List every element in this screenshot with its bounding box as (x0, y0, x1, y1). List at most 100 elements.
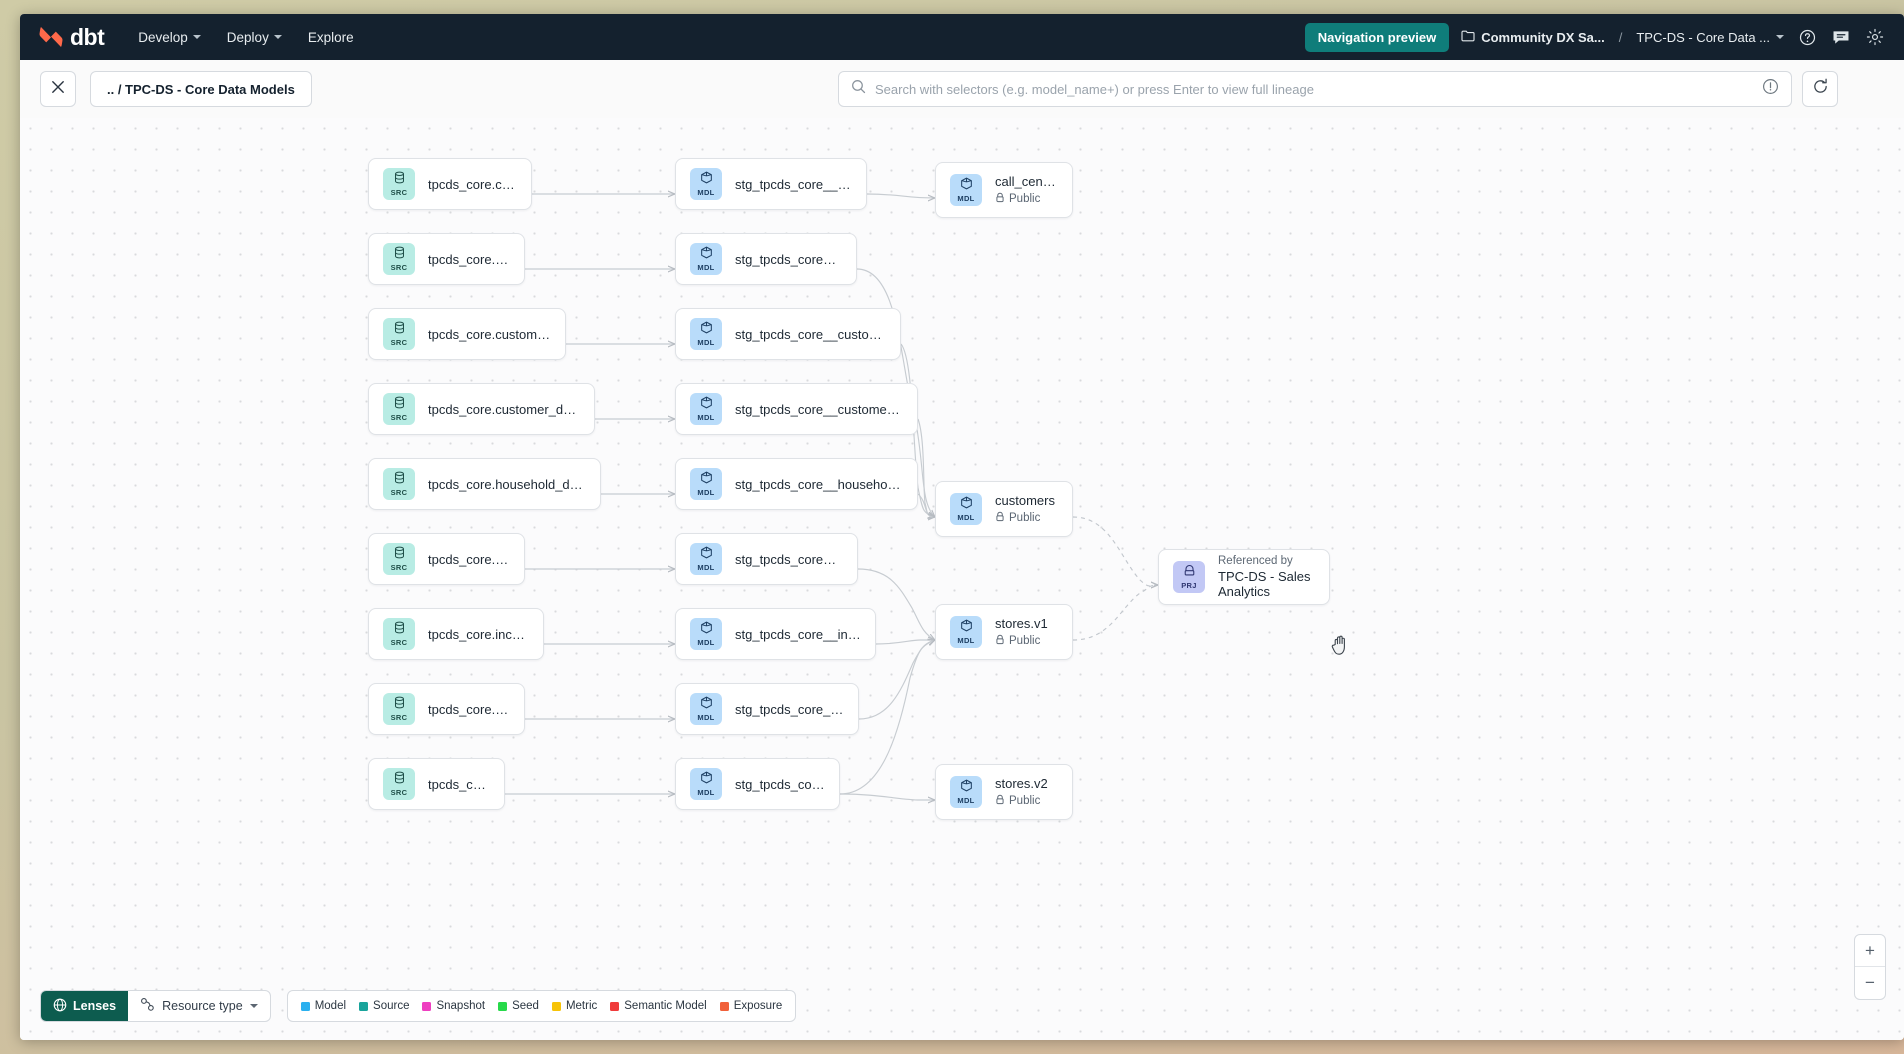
node-title: tpcds_core.customer (428, 251, 510, 267)
cube-icon: MDL (690, 768, 722, 800)
legend-item-exposure[interactable]: Exposure (719, 1000, 782, 1012)
cube-icon: MDL (690, 168, 722, 200)
dbt-logo[interactable]: dbt (38, 25, 105, 49)
database-icon: SRC (383, 318, 415, 350)
node-title: tpcds_core.store (428, 776, 490, 792)
node-title: stg_tpcds_core__inventory (735, 701, 844, 717)
node-title: stg_tpcds_core__store (735, 776, 825, 792)
graph-node-mdl-stg-customer-demographics[interactable]: MDLstg_tpcds_core__customer_demogra… (675, 383, 918, 435)
legend-swatch (359, 1001, 369, 1011)
graph-node-mdl-stg-customer[interactable]: MDL stg_tpcds_core__customer (675, 233, 857, 285)
breadcrumb-account[interactable]: Community DX Sa... (1461, 29, 1605, 45)
lineage-edges (505, 118, 1904, 1040)
database-icon: SRC (383, 243, 415, 275)
nav-item-explore-label: Explore (307, 29, 354, 45)
folder-icon (1461, 29, 1475, 45)
cube-icon: MDL (690, 243, 722, 275)
node-title: stg_tpcds_core__customer_demogra… (735, 401, 903, 417)
lenses-group: Lenses Resource type (40, 990, 271, 1022)
node-title: tpcds_core.customer_demographics (428, 401, 580, 417)
nav-item-develop[interactable]: Develop (138, 30, 201, 45)
node-access-badge: Public (995, 794, 1048, 808)
legend-swatch (300, 1001, 310, 1011)
nav-item-explore[interactable]: Explore (308, 30, 354, 45)
info-circle-icon[interactable] (1762, 78, 1779, 100)
graph-node-mdl-stg-customer-address[interactable]: MDL stg_tpcds_core__customer_address (675, 308, 901, 360)
legend-label: Source (373, 1000, 410, 1012)
lenses-button[interactable]: Lenses (41, 991, 129, 1021)
zoom-in-button[interactable]: + (1855, 935, 1885, 967)
graph-node-src-call-center[interactable]: SRC tpcds_core.call_center (368, 158, 532, 210)
nav-item-deploy[interactable]: Deploy (227, 30, 282, 45)
node-title: stg_tpcds_core__customer_address (735, 326, 886, 342)
refresh-button[interactable] (1802, 71, 1838, 107)
feedback-icon[interactable] (1830, 26, 1852, 48)
resource-type-dropdown[interactable]: Resource type (128, 991, 270, 1021)
gear-icon[interactable] (1864, 26, 1886, 48)
node-title: stores.v1 (995, 616, 1048, 631)
search-box[interactable] (838, 71, 1792, 107)
node-title: tpcds_core.household_demographics (428, 476, 586, 492)
node-title: tpcds_core.inventory (428, 701, 510, 717)
node-title: stores.v2 (995, 776, 1048, 791)
legend-item-semantic-model[interactable]: Semantic Model (610, 1000, 707, 1012)
lens-icon (53, 998, 67, 1015)
graph-node-src-inventory[interactable]: SRC tpcds_core.inventory (368, 683, 525, 735)
legend-item-model[interactable]: Model (300, 1000, 347, 1012)
bottom-toolbar: Lenses Resource type Model Source Snapshot… (40, 990, 797, 1022)
cube-icon: MDL (950, 616, 982, 648)
close-button[interactable] (40, 71, 76, 107)
database-icon: SRC (383, 168, 415, 200)
legend-item-metric[interactable]: Metric (551, 1000, 597, 1012)
node-access-badge: Public (995, 511, 1055, 525)
lineage-breadcrumb-button[interactable]: .. / TPC-DS - Core Data Models (90, 71, 312, 107)
graph-node-mdl-stg-store[interactable]: MDL stg_tpcds_core__store (675, 758, 840, 810)
node-title: tpcds_core.call_center (428, 176, 517, 192)
nav-item-develop-label: Develop (138, 29, 188, 45)
dbt-x-logo-icon (38, 25, 64, 49)
explore-toolbar: .. / TPC-DS - Core Data Models (20, 60, 1904, 118)
legend-label: Model (314, 1000, 347, 1012)
node-title: stg_tpcds_core__customer (735, 251, 842, 267)
project-icon: PRJ (1173, 561, 1205, 593)
database-icon: SRC (383, 693, 415, 725)
lineage-canvas[interactable]: SRCtpcds_core.call_centerSRCtpcds_core.c… (20, 118, 1904, 1040)
zoom-out-button[interactable]: − (1865, 973, 1875, 992)
cube-icon: MDL (690, 318, 722, 350)
legend-item-snapshot[interactable]: Snapshot (422, 1000, 485, 1012)
help-circle-icon[interactable] (1796, 26, 1818, 48)
cube-icon: MDL (950, 776, 982, 808)
breadcrumb-project[interactable]: TPC-DS - Core Data ... (1636, 30, 1784, 45)
node-title: tpcds_core.date_dim (428, 551, 510, 567)
node-access-label: Public (1009, 512, 1041, 524)
top-nav-right-group: Navigation preview Community DX Sa... / … (1304, 22, 1886, 52)
legend-item-seed[interactable]: Seed (498, 1000, 539, 1012)
resource-type-legend: Model Source Snapshot Seed Metric Semantic Mo… (286, 990, 797, 1022)
nav-item-deploy-label: Deploy (226, 29, 269, 45)
refresh-icon (1812, 78, 1829, 100)
search-input[interactable] (875, 81, 1753, 97)
graph-node-mdl-stg-household-demographics[interactable]: MDLstg_tpcds_core__household_demogr… (675, 458, 918, 510)
node-reference-label: Referenced by (1218, 555, 1293, 567)
node-access-label: Public (1009, 635, 1041, 647)
legend-item-source[interactable]: Source (359, 1000, 409, 1012)
graph-node-src-customer[interactable]: SRC tpcds_core.customer (368, 233, 525, 285)
legend-label: Semantic Model (624, 1000, 707, 1012)
navigation-preview-button[interactable]: Navigation preview (1304, 22, 1450, 52)
